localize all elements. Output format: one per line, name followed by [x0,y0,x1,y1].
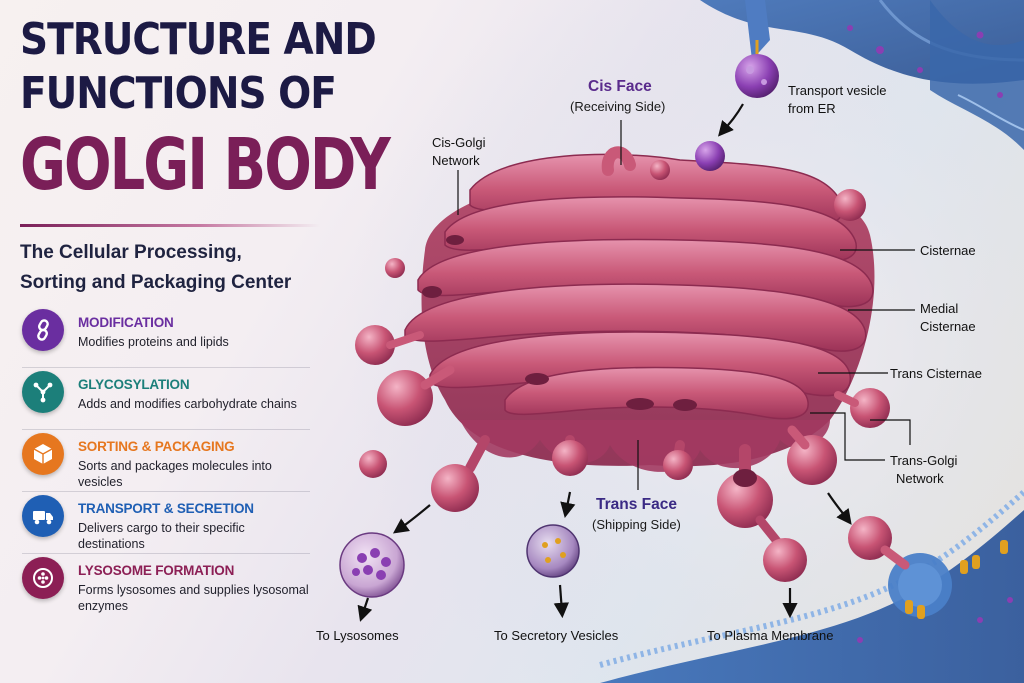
function-title: MODIFICATION [78,315,174,330]
label-medial-2: Cisternae [920,319,976,334]
title-underline [20,224,320,227]
subtitle-line-1: The Cellular Processing, [20,242,242,263]
arrow-into-cis [717,103,744,137]
cisterna-4 [404,283,867,352]
function-desc: Modifies proteins and lipids [78,335,229,349]
lysosome-icon [22,557,64,599]
label-cis-face: Cis Face [588,78,652,95]
label-trans-face-sub: (Shipping Side) [592,517,681,532]
label-cis-golgi-1: Cis-Golgi [432,135,486,150]
lysosome-vesicle [339,532,405,598]
function-title: SORTING & PACKAGING [78,439,235,454]
divider [22,491,310,492]
leader-lines [457,120,915,490]
dest-lysosomes: To Lysosomes [316,628,399,643]
budding-vesicles [431,435,910,582]
arrow-to-secretory [553,584,569,619]
divider [22,553,310,554]
arrow-to-secretory-vesicle [560,491,576,519]
function-sorting-packaging: SORTING & PACKAGING Sorts and packages m… [20,427,310,492]
function-desc: Forms lysosomes and supplies lysosomal e… [78,583,309,613]
function-desc: Sorts and packages molecules into vesicl… [78,459,272,489]
label-cis-golgi-2: Network [432,153,480,168]
plasma-membrane [599,489,1024,683]
er-transport-vesicle [735,40,779,98]
function-modification: MODIFICATION Modifies proteins and lipid… [20,303,310,368]
function-transport-secretion: TRANSPORT & SECRETION Delivers cargo to … [20,489,310,554]
label-trans-golgi-1: Trans-Golgi [890,453,958,468]
dest-secretory-vesicles: To Secretory Vesicles [494,628,619,643]
divider [22,429,310,430]
cisterna-6 [504,366,809,420]
label-transport-vesicle-1: Transport vesicle [788,83,887,98]
function-glycosylation: GLYCOSYLATION Adds and modifies carbohyd… [20,365,310,430]
label-medial-1: Medial [920,301,959,316]
label-trans-golgi-2: Network [896,471,944,486]
label-cisternae: Cisternae [920,243,976,258]
top-vesicles [355,141,890,485]
package-box-icon [22,433,64,475]
function-desc: Adds and modifies carbohydrate chains [78,397,297,411]
subtitle: The Cellular Processing, Sorting and Pac… [20,238,330,298]
function-title: TRANSPORT & SECRETION [78,501,254,516]
label-transport-vesicle-2: from ER [788,101,836,116]
golgi-stack [404,153,875,472]
function-desc: Delivers cargo to their specific destina… [78,521,245,551]
arrow-to-pm-vesicle [827,492,852,525]
divider [22,367,310,368]
function-lysosome-formation: LYSOSOME FORMATION Forms lysosomes and s… [20,551,310,613]
title-line-3: GOLGI BODY [20,123,391,207]
secretory-vesicle [526,524,580,578]
arrow-to-lysosome-vesicle [392,504,431,534]
subtitle-line-2: Sorting and Packaging Center [20,272,292,293]
label-trans-face: Trans Face [596,496,677,513]
delivery-truck-icon [22,495,64,537]
function-title: LYSOSOME FORMATION [78,563,235,578]
endoplasmic-reticulum [700,0,1024,150]
title-line-2: FUNCTIONS OF [20,68,337,120]
left-panel: STRUCTURE AND FUNCTIONS OF GOLGI BODY Th… [0,0,391,683]
arrows [357,103,852,622]
arrow-to-lysosomes [357,597,373,622]
function-title: GLYCOSYLATION [78,377,190,392]
dest-plasma-membrane: To Plasma Membrane [707,628,834,643]
branched-molecule-icon [22,371,64,413]
label-trans-cisternae: Trans Cisternae [890,366,982,381]
title-line-1: STRUCTURE AND [20,14,377,66]
label-cis-face-sub: (Receiving Side) [570,99,666,114]
chain-link-icon [22,309,64,351]
